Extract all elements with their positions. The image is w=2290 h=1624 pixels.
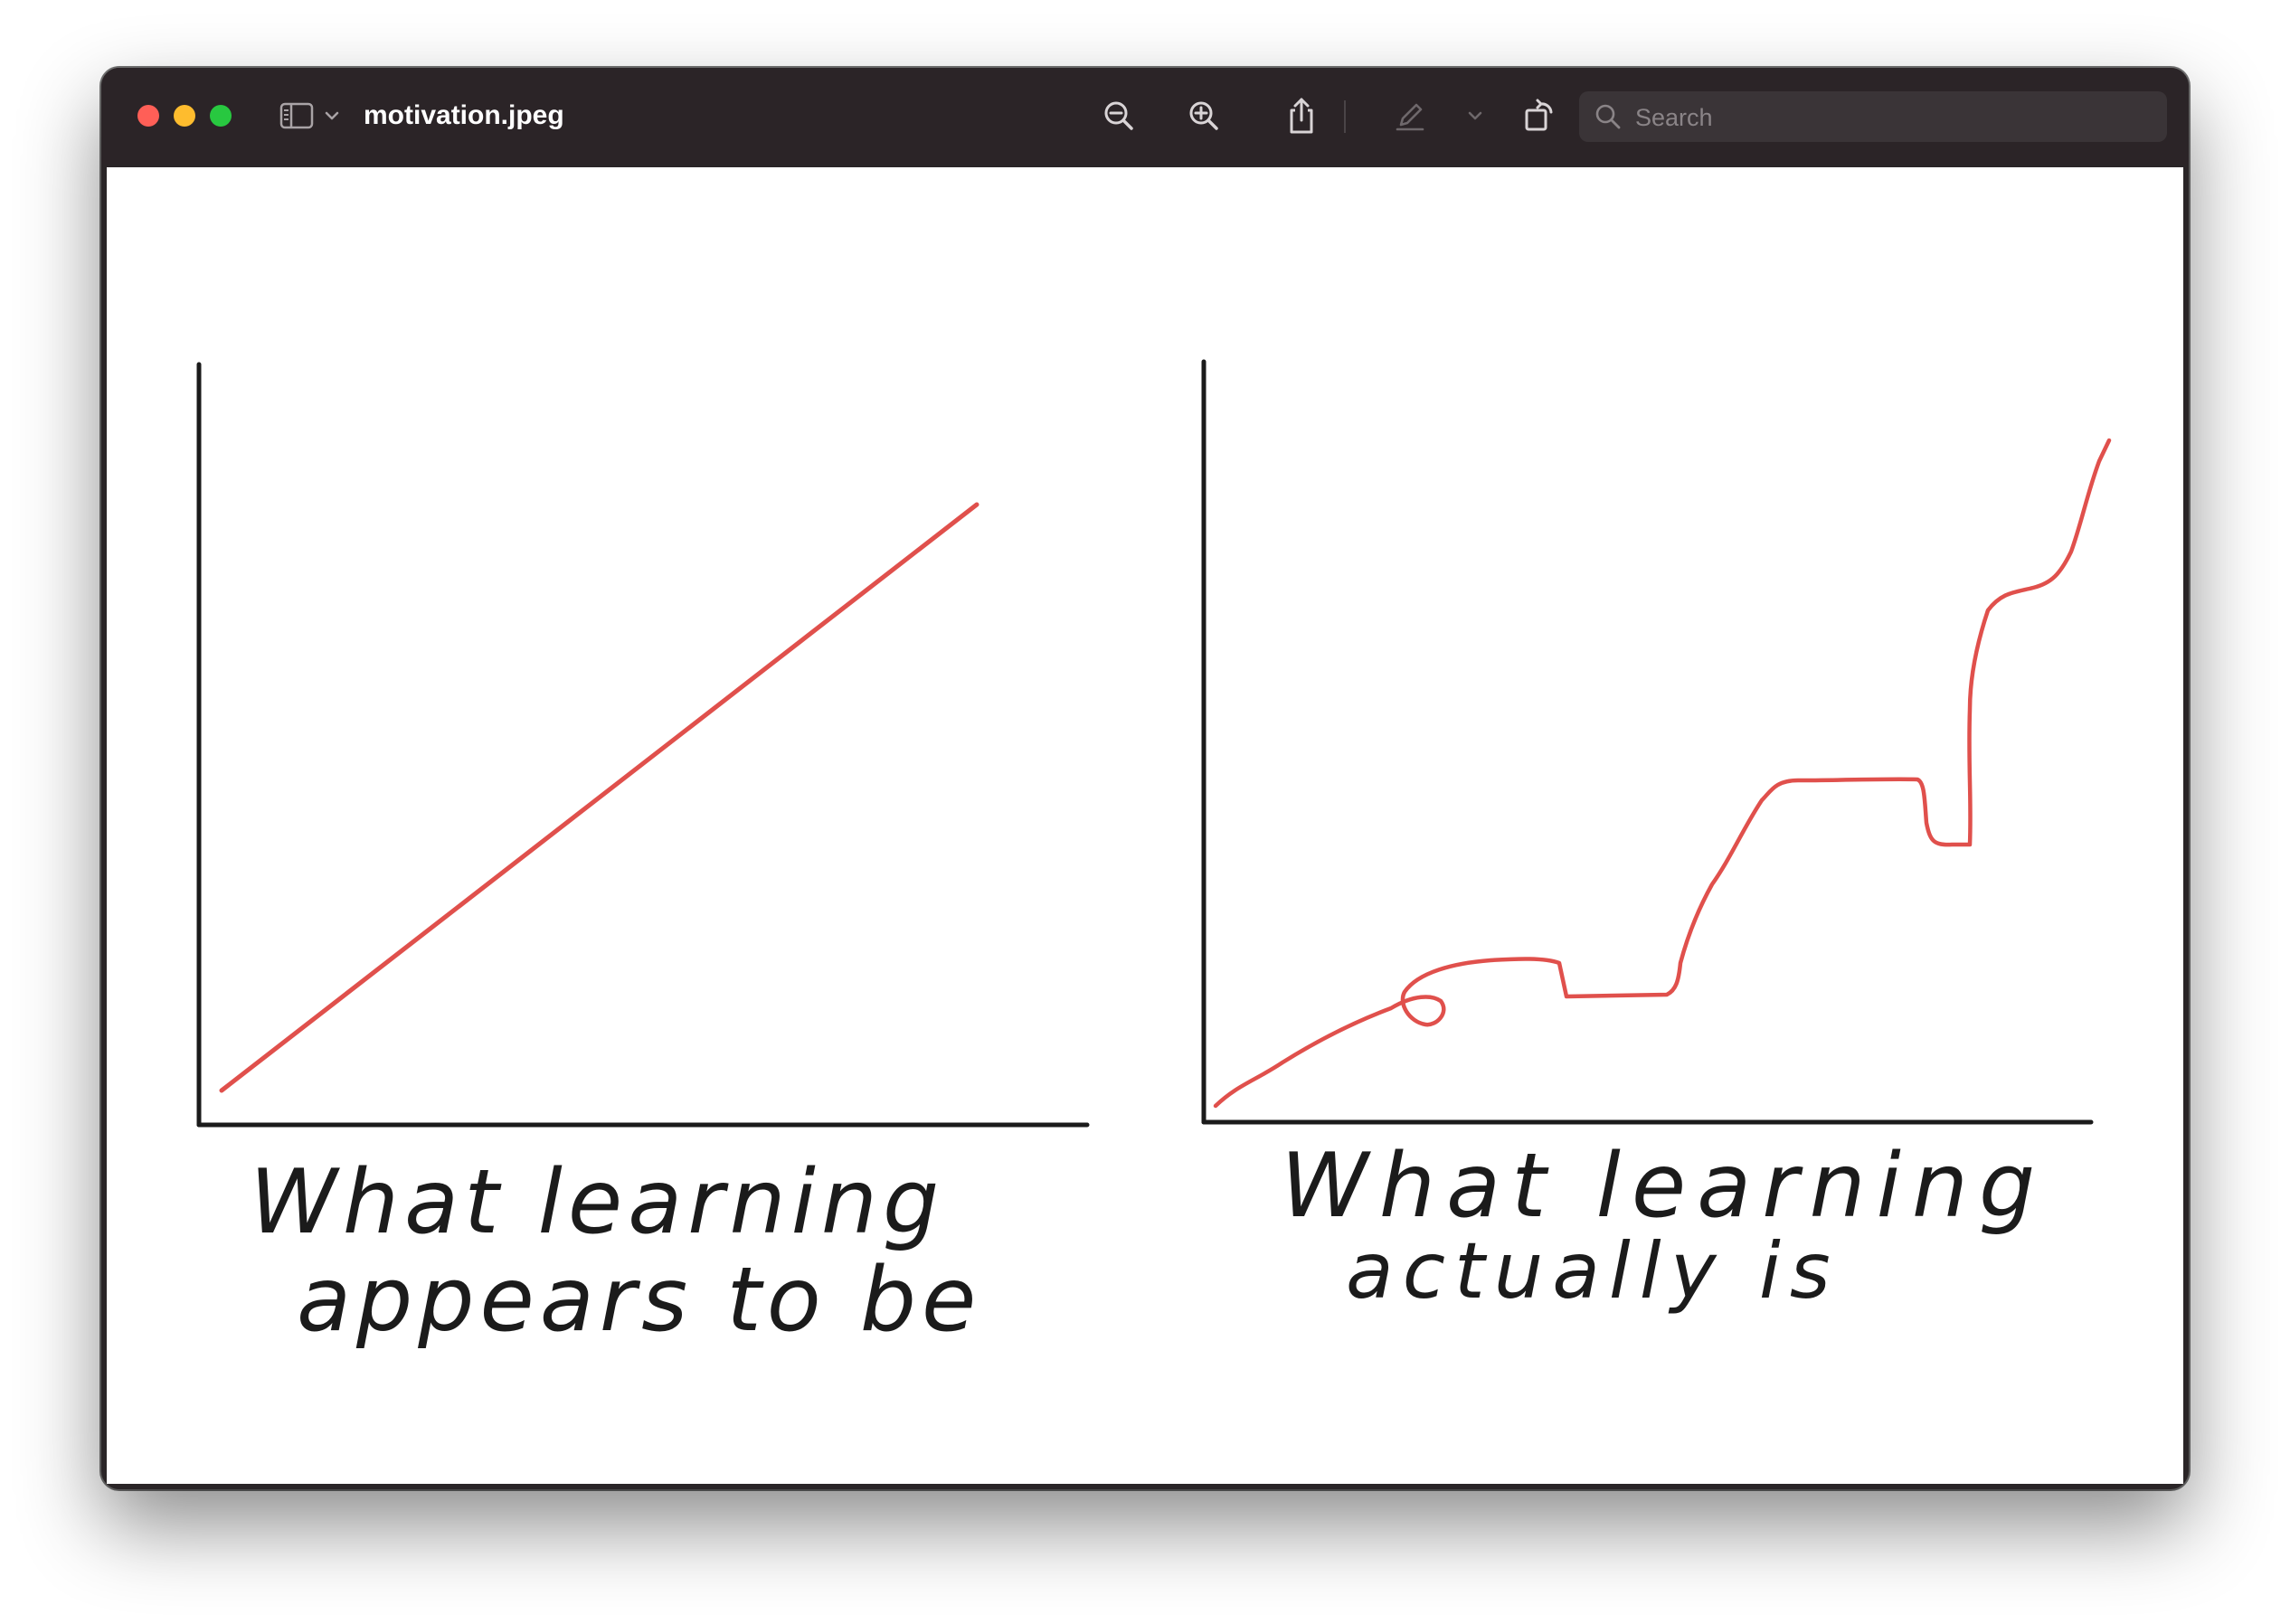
right-caption-line1: What learning bbox=[1281, 1135, 2046, 1238]
sidebar-icon bbox=[279, 102, 314, 129]
minimize-window-button[interactable] bbox=[174, 105, 195, 127]
zoom-out-icon bbox=[1104, 101, 1133, 130]
title-bar: motivation.jpeg bbox=[101, 68, 2189, 164]
zoom-in-icon bbox=[1189, 101, 1218, 130]
search-field[interactable] bbox=[1579, 91, 2167, 144]
search-input[interactable] bbox=[1633, 91, 2153, 144]
chevron-down-icon bbox=[325, 111, 339, 120]
preview-window: motivation.jpeg bbox=[101, 68, 2189, 1489]
zoom-in-button[interactable] bbox=[1181, 93, 1226, 138]
pen-icon bbox=[1396, 103, 1424, 131]
markup-pen-button[interactable] bbox=[1387, 93, 1433, 138]
share-icon bbox=[1290, 98, 1313, 134]
right-red-squiggle bbox=[1213, 438, 2112, 1109]
window-title: motivation.jpeg bbox=[364, 100, 564, 130]
close-window-button[interactable] bbox=[137, 105, 159, 127]
markup-options-button[interactable] bbox=[1453, 93, 1498, 138]
left-caption-line1: What learning bbox=[250, 1151, 944, 1254]
sidebar-toggle-button[interactable] bbox=[279, 99, 347, 133]
rotate-button[interactable] bbox=[1518, 93, 1563, 138]
share-button[interactable] bbox=[1279, 93, 1324, 138]
toolbar-divider bbox=[1344, 100, 1346, 133]
left-red-line bbox=[219, 502, 979, 1093]
right-caption-line2: actually is bbox=[1346, 1226, 1840, 1317]
image-canvas: What learning appears to be What learnin… bbox=[107, 167, 2183, 1484]
motivation-image: What learning appears to be What learnin… bbox=[196, 359, 2112, 1352]
left-caption-line2: appears to be bbox=[297, 1249, 981, 1352]
zoom-out-button[interactable] bbox=[1096, 93, 1141, 138]
chevron-down-icon bbox=[1468, 111, 1482, 120]
zoom-window-button[interactable] bbox=[210, 105, 232, 127]
search-icon bbox=[1594, 102, 1623, 131]
rotate-icon bbox=[1525, 99, 1553, 131]
